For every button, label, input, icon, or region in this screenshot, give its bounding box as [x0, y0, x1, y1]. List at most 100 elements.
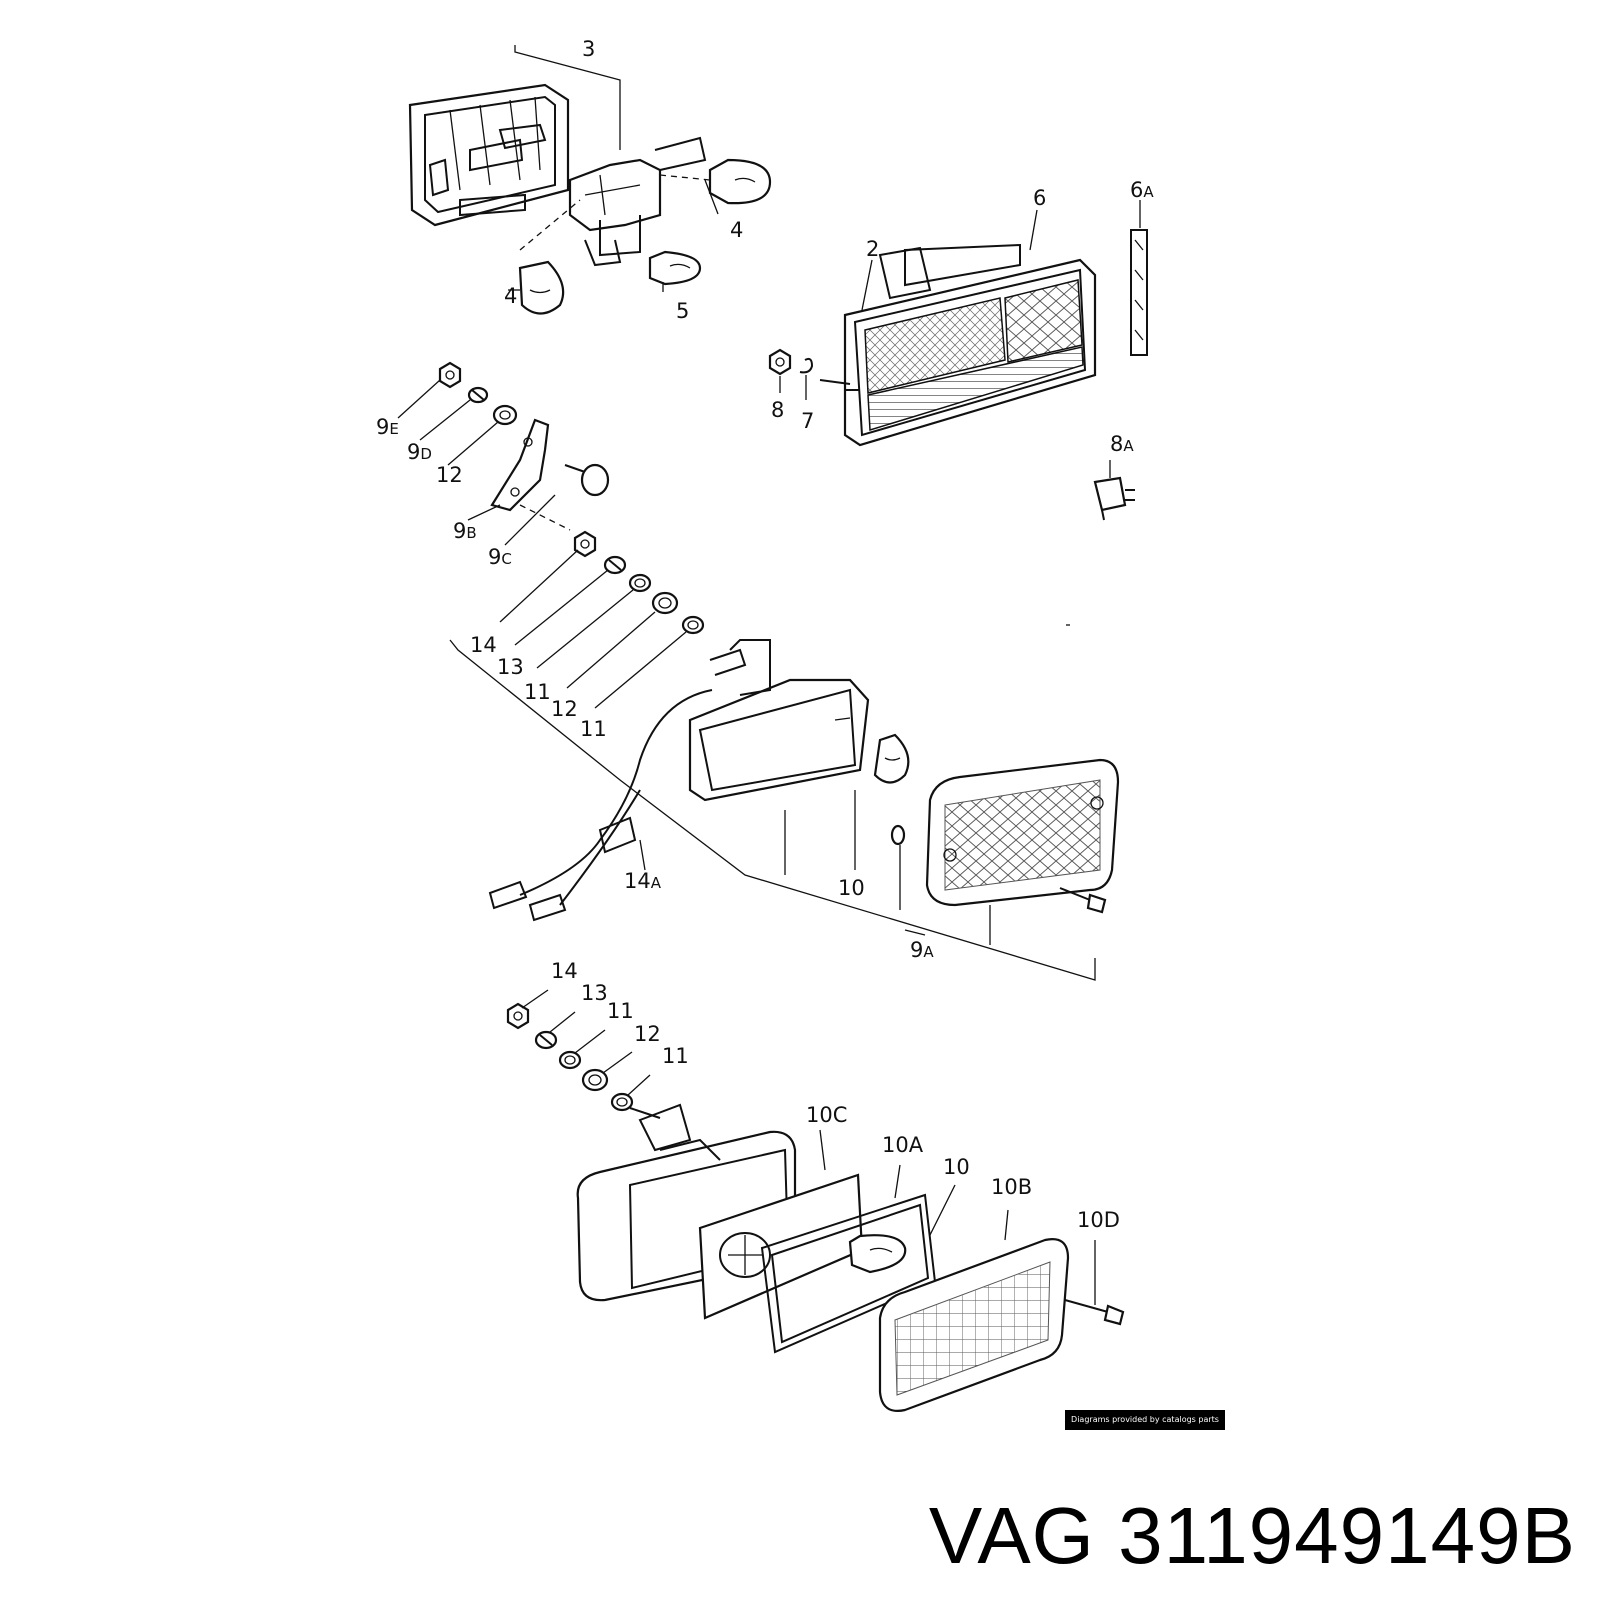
- credit-badge: Diagrams provided by catalogs parts: [1065, 1410, 1225, 1430]
- washer-12-mid: [651, 591, 679, 615]
- callout-4-left: 4: [504, 284, 517, 308]
- bulb-holder: [568, 136, 707, 267]
- callout-11-mid-b: 11: [580, 717, 607, 741]
- part-title: VAG 311949149B: [929, 1490, 1576, 1582]
- callout-10-bot: 10: [943, 1155, 970, 1179]
- bulb-4-top: [708, 158, 772, 205]
- spring-washer-7: [799, 357, 814, 374]
- marker-housing: [688, 639, 870, 802]
- lock-washer-13-bot: [534, 1030, 558, 1050]
- bracket-9b: [490, 418, 550, 512]
- leader-10-bot: [929, 1184, 956, 1236]
- nut-14-mid: [573, 530, 597, 558]
- leader-11-mid-a: [536, 589, 634, 669]
- callout-6a: 6A: [1130, 178, 1154, 202]
- washer-11-bot-a: [558, 1050, 582, 1070]
- callout-10-mid: 10: [838, 876, 865, 900]
- leader-9d: [419, 399, 471, 441]
- callout-3: 3: [582, 37, 595, 61]
- brand-name: VAG: [928, 1491, 1095, 1580]
- part-number: 311949149B: [1118, 1491, 1576, 1580]
- callout-9c: 9C: [488, 545, 512, 569]
- leader-14-mid: [499, 549, 579, 623]
- leader-9b: [467, 504, 501, 521]
- leader-13-bot: [549, 1011, 576, 1033]
- rear-housing-assembly: [408, 83, 570, 227]
- callout-9b: 9B: [453, 519, 477, 543]
- switch-8a: [1093, 476, 1135, 521]
- marker-screw: [1059, 887, 1107, 914]
- leader-12-top: [447, 421, 499, 466]
- washer-11-mid-a: [628, 573, 652, 593]
- callout-11-mid-a: 11: [524, 680, 551, 704]
- leader-2: [861, 259, 873, 311]
- callout-9e: 9E: [376, 415, 399, 439]
- marker-wiring: [488, 689, 713, 922]
- leader-13-mid: [514, 569, 609, 646]
- bracket-9a: [449, 639, 1096, 981]
- callout-6: 6: [1033, 186, 1046, 210]
- marker-lens: [925, 758, 1120, 907]
- lock-washer-13-mid: [603, 555, 627, 575]
- leader-12-bot: [602, 1051, 633, 1074]
- bolt-9c: [564, 463, 610, 497]
- lamp-stud: [819, 379, 851, 385]
- nut-9e: [438, 361, 462, 389]
- washer-12-bot: [581, 1068, 609, 1092]
- leader-10a: [894, 1164, 901, 1199]
- seal-ring-mid: [890, 824, 906, 846]
- nut-14-bot: [506, 1002, 530, 1030]
- leader-14-bot: [521, 989, 549, 1009]
- washer-11-mid-b: [681, 615, 705, 635]
- callout-4-top: 4: [730, 218, 743, 242]
- washer-11-bot-b: [610, 1092, 634, 1112]
- nut-8: [768, 348, 792, 376]
- washer-12-top: [492, 404, 518, 426]
- leader-11-bot-b: [627, 1074, 651, 1096]
- leader-11-mid-b: [594, 631, 687, 709]
- leader-10b: [1004, 1209, 1009, 1241]
- callout-2: 2: [866, 237, 879, 261]
- callout-12-top: 12: [436, 463, 463, 487]
- leader-11-bot-a: [574, 1029, 606, 1054]
- callout-11-bot-a: 11: [607, 999, 634, 1023]
- callout-5: 5: [676, 299, 689, 323]
- callout-9a: 9A: [910, 938, 934, 962]
- callout-8a: 8A: [1110, 432, 1134, 456]
- bulb-5: [648, 250, 702, 286]
- leader-10c: [819, 1129, 826, 1171]
- leader-9a: [904, 929, 926, 936]
- leader-9e: [397, 379, 441, 419]
- callout-14-mid: 14: [470, 633, 497, 657]
- bulb-4-left: [518, 260, 565, 315]
- callout-9d: 9D: [407, 440, 432, 464]
- tail-lamp: [843, 246, 1097, 447]
- callout-10d: 10D: [1077, 1208, 1120, 1232]
- callout-10c: 10C: [806, 1103, 847, 1127]
- marker-bulb-10: [873, 733, 910, 784]
- leader-6: [1029, 209, 1038, 251]
- gasket-6: [904, 243, 1021, 287]
- callout-13-mid: 13: [497, 655, 524, 679]
- callout-8: 8: [771, 398, 784, 422]
- fog-screw-10d: [1064, 1299, 1125, 1326]
- callout-14a: 14A: [624, 869, 662, 893]
- callout-10b: 10B: [991, 1175, 1032, 1199]
- fog-bulb-10: [848, 1234, 907, 1274]
- callout-13-bot: 13: [581, 981, 608, 1005]
- callout-7: 7: [801, 409, 814, 433]
- gasket-6a: [1130, 229, 1148, 356]
- callout-12-mid: 12: [551, 697, 578, 721]
- leader-4-top: [704, 179, 719, 215]
- callout-14-bot: 14: [551, 959, 578, 983]
- leader-3: [514, 45, 621, 150]
- callout-12-bot: 12: [634, 1022, 661, 1046]
- callout-11-bot-b: 11: [662, 1044, 689, 1068]
- lock-washer-9d: [467, 386, 489, 404]
- axis-line-top: [519, 174, 711, 251]
- fog-lens-10b: [878, 1238, 1070, 1412]
- leader-14a: [639, 839, 646, 871]
- leader-12-mid: [566, 611, 656, 689]
- callout-10a: 10A: [882, 1133, 924, 1157]
